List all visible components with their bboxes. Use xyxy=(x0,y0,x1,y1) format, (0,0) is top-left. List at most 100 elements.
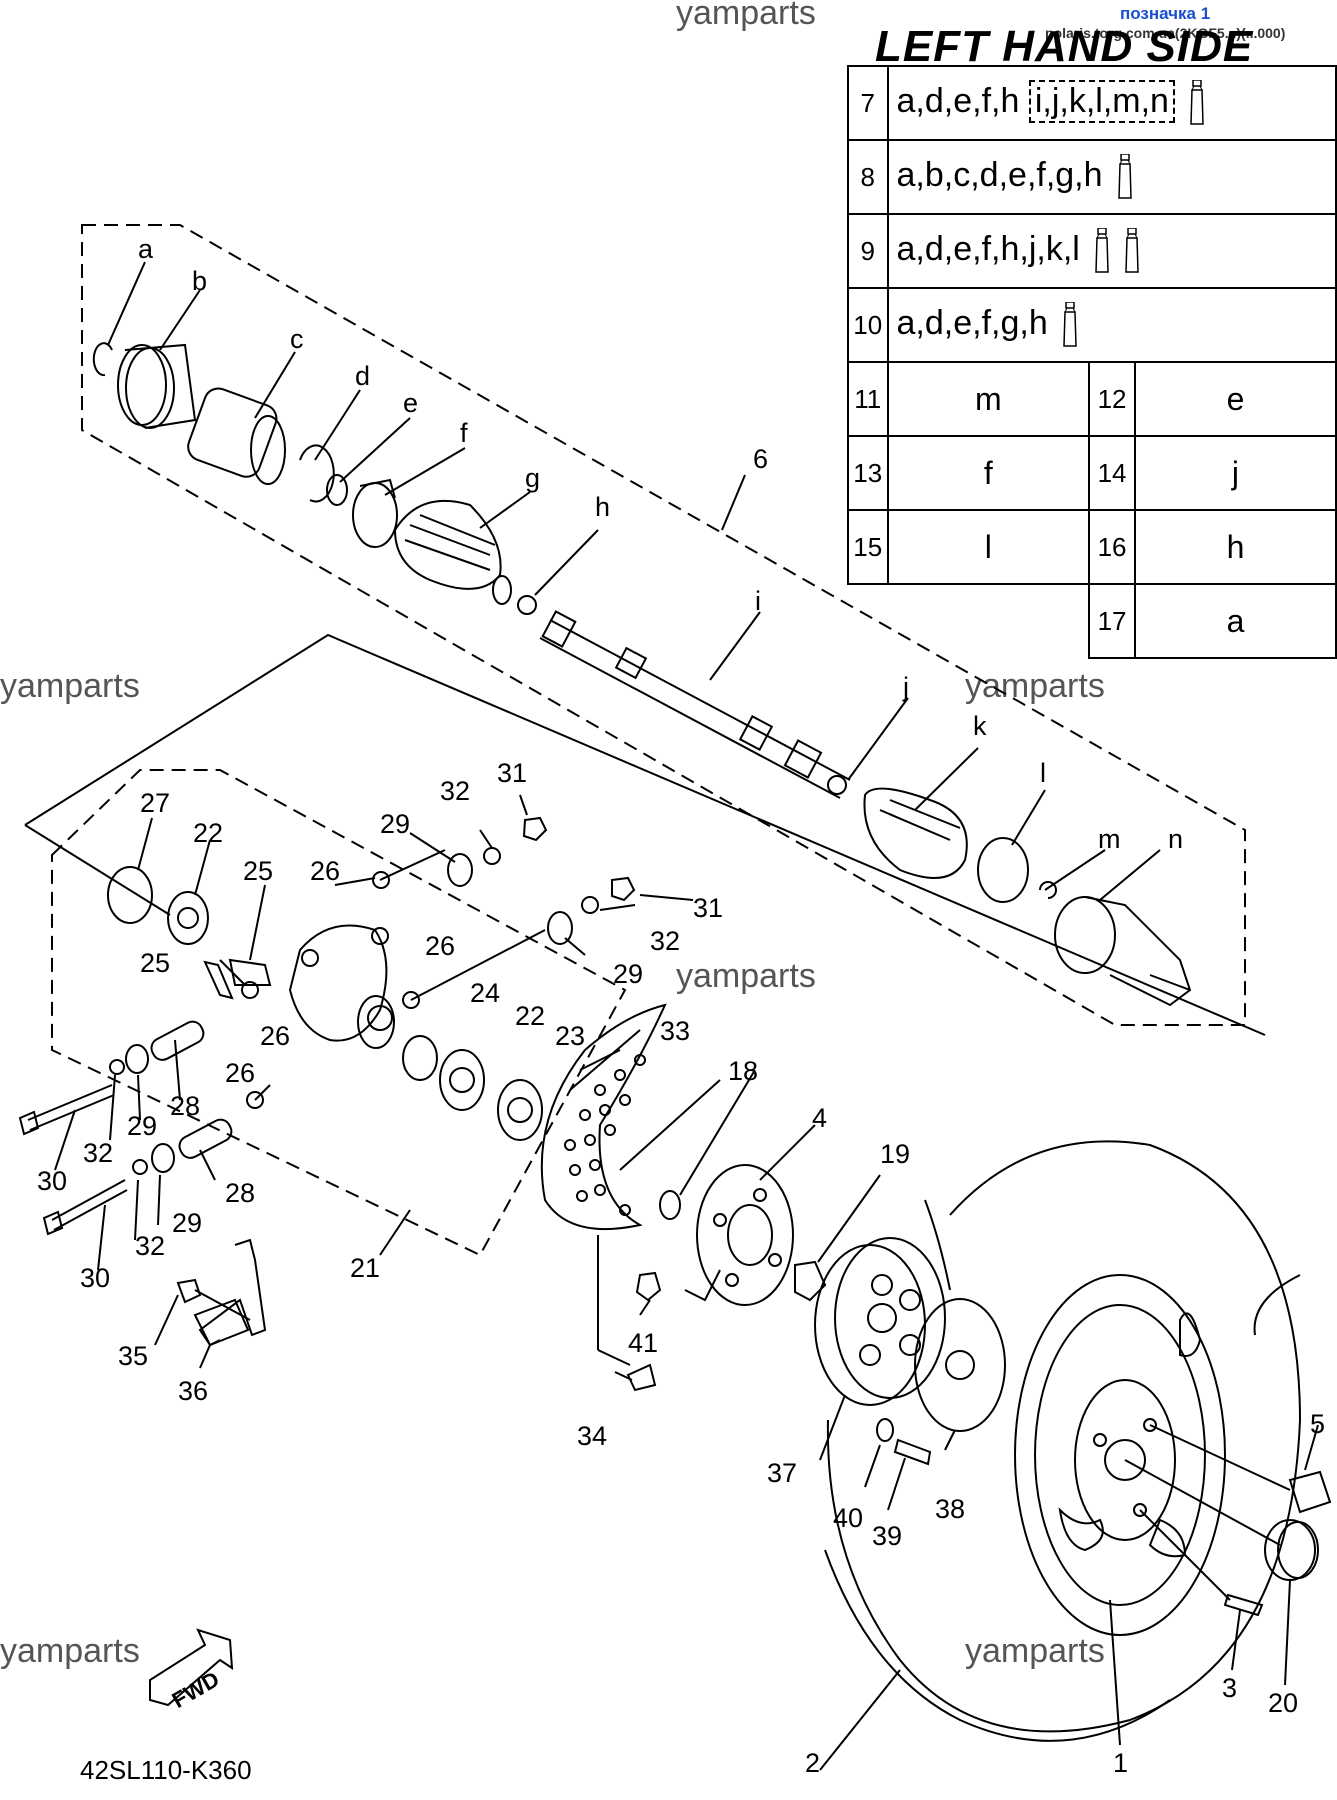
callout-label: n xyxy=(1168,824,1183,854)
kit-letters: a,b,c,d,e,f,g,h xyxy=(896,155,1103,194)
watermark: yamparts xyxy=(676,957,816,995)
callout-label: 33 xyxy=(660,1016,690,1046)
valve-3 xyxy=(1223,1593,1264,1617)
callout-label: g xyxy=(525,463,540,493)
pair-value: j xyxy=(1133,435,1337,511)
knuckle-group-outline xyxy=(24,633,1266,1036)
callout-label: 32 xyxy=(83,1138,113,1168)
bookmark-label[interactable]: позначка 1 xyxy=(1120,4,1211,23)
callout-label: 20 xyxy=(1268,1688,1298,1718)
callout-label: 1 xyxy=(1113,1748,1128,1778)
wheel-nut-5 xyxy=(1288,1470,1332,1514)
pair-value: e xyxy=(1133,361,1337,437)
kit-row: 8 a,b,c,d,e,f,g,h xyxy=(847,139,1337,215)
fwd-label: FWD xyxy=(168,1666,224,1713)
washer-29 xyxy=(447,853,473,887)
callout-label: 31 xyxy=(693,893,723,923)
callout-label: 34 xyxy=(577,1421,607,1451)
grease-tube-icon xyxy=(1095,228,1110,273)
pair-number: 12 xyxy=(1088,361,1136,437)
callout-label: 26 xyxy=(310,856,340,886)
callout-label: 28 xyxy=(225,1178,255,1208)
bearing-23 xyxy=(497,1079,543,1141)
pair-number: 16 xyxy=(1088,509,1136,585)
kit-row-letters: a,b,c,d,e,f,g,h xyxy=(886,139,1337,215)
shaft-i xyxy=(539,619,851,799)
callout-label: 4 xyxy=(812,1103,827,1133)
knuckle-inner-outline xyxy=(51,769,627,1257)
callout-label: 36 xyxy=(178,1376,208,1406)
hub-4 xyxy=(696,1164,794,1306)
callout-label: 24 xyxy=(470,978,500,1008)
callout-label: 32 xyxy=(650,926,680,956)
boot-k xyxy=(863,787,968,879)
grease-tube-icon xyxy=(1063,302,1077,347)
grease-tube-icon xyxy=(1124,228,1139,273)
callout-label: 39 xyxy=(872,1521,902,1551)
bearing-22 xyxy=(439,1049,485,1111)
bushing-26 xyxy=(402,991,420,1009)
callout-label: 40 xyxy=(833,1503,863,1533)
bearing-22 xyxy=(167,891,209,945)
watermark: yamparts xyxy=(0,1632,140,1670)
callout-label: 38 xyxy=(935,1494,965,1524)
kit-row-number: 9 xyxy=(847,213,889,289)
bolt-34 xyxy=(626,1363,657,1392)
bolt-30 xyxy=(51,1179,128,1231)
pair-value: m xyxy=(886,361,1091,437)
kit-row-number: 8 xyxy=(847,139,889,215)
kit-row: 9 a,d,e,f,h,j,k,l xyxy=(847,213,1337,289)
clamp-j xyxy=(827,775,847,795)
outer-race-c xyxy=(187,387,278,478)
tire xyxy=(826,1140,1302,1733)
callout-label: 41 xyxy=(628,1328,658,1358)
pair-value: l xyxy=(886,509,1091,585)
kit-letters: a,d,e,f,h xyxy=(896,81,1020,120)
pair-row: 13 f 14 j xyxy=(847,435,1337,511)
oring-18 xyxy=(659,1190,681,1220)
pair-number: 14 xyxy=(1088,435,1136,511)
callout-label: 21 xyxy=(350,1253,380,1283)
washer-29 xyxy=(547,911,573,945)
callout-label: b xyxy=(192,266,207,296)
bolt-39 xyxy=(893,1438,932,1466)
knuckle-body xyxy=(288,924,388,1042)
callout-label: 6 xyxy=(753,444,768,474)
knuckle-group-outline xyxy=(24,824,171,916)
callout-label: 30 xyxy=(37,1166,67,1196)
seal-24 xyxy=(402,1035,438,1081)
seal-27 xyxy=(107,866,153,924)
kit-row-letters: a,d,e,f,h i,j,k,l,m,n xyxy=(886,65,1337,141)
circlip-d xyxy=(299,444,335,503)
callout-label: c xyxy=(290,324,304,354)
circlip-a xyxy=(92,342,113,377)
nut-41 xyxy=(635,1271,662,1302)
kit-row-number: 7 xyxy=(847,65,889,141)
kit-row-letters: a,d,e,f,g,h xyxy=(886,287,1337,363)
leader-lines xyxy=(54,261,1319,1771)
grease-nipple-25 xyxy=(228,958,272,986)
nut-35 xyxy=(176,1278,202,1304)
callout-label: l xyxy=(1040,758,1046,788)
callout-label: a xyxy=(138,234,154,264)
callout-label: 29 xyxy=(172,1208,202,1238)
callout-label: 27 xyxy=(140,788,170,818)
part-code: 42SL110-K360 xyxy=(80,1755,252,1785)
washer-40 xyxy=(876,1418,894,1442)
ring-e xyxy=(326,474,348,506)
bushing-26 xyxy=(246,1091,264,1109)
callout-label: 22 xyxy=(193,818,223,848)
callout-label: e xyxy=(403,388,418,418)
grease-tube-icon xyxy=(1118,154,1132,199)
wheel-rim xyxy=(1014,1274,1226,1636)
callout-label: 29 xyxy=(127,1111,157,1141)
bolt-30 xyxy=(27,1084,115,1131)
spacer-38 xyxy=(914,1298,1006,1432)
kit-row-letters: a,d,e,f,h,j,k,l xyxy=(886,213,1337,289)
pair-row: 15 l 16 h xyxy=(847,509,1337,585)
callout-label: f xyxy=(460,418,468,448)
pair-row: 17 a xyxy=(848,583,1337,659)
watermark: yamparts xyxy=(0,667,140,705)
shaft-group-outline xyxy=(81,224,1246,1026)
